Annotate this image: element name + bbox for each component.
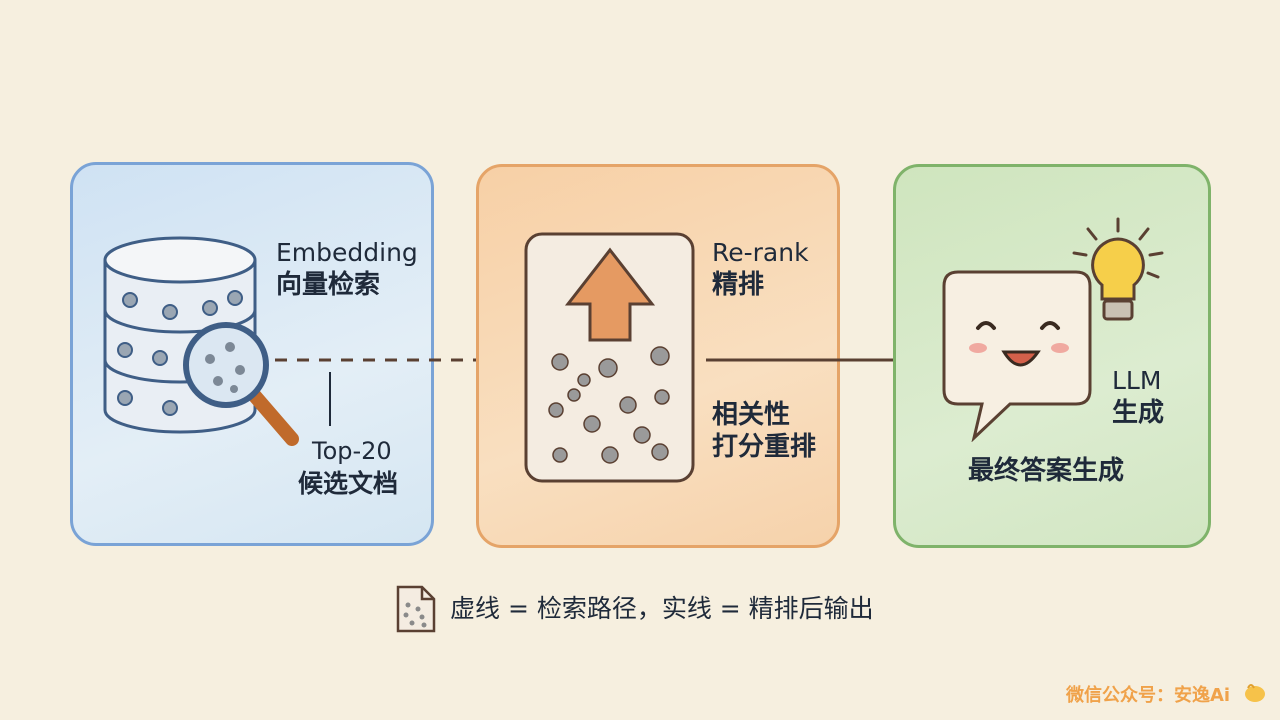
document-icon <box>396 585 436 633</box>
retrieval-output-label: 候选文档 <box>298 469 399 498</box>
retrieval-title-zh: 向量检索 <box>276 270 381 300</box>
rerank-title-en: Re-rank <box>712 238 809 267</box>
rerank-card <box>524 232 695 483</box>
legend-text: 虚线 = 检索路径，实线 = 精排后输出 <box>450 594 874 623</box>
lightbulb-icon <box>1072 217 1164 321</box>
retrieval-output-count: Top-20 <box>312 437 392 465</box>
retrieval-title-en: Embedding <box>276 238 418 267</box>
rerank-title-zh: 精排 <box>712 270 765 300</box>
generation-caption: 最终答案生成 <box>968 456 1125 486</box>
chat-bubble-icon <box>942 270 1092 442</box>
generation-title-en: LLM <box>1112 366 1162 395</box>
watermark: 微信公众号：安逸Ai <box>1066 685 1231 706</box>
magnifier-icon <box>183 322 299 446</box>
generation-title-zh: 生成 <box>1112 398 1165 428</box>
output-tick-line <box>329 372 331 426</box>
rerank-desc-1: 相关性 <box>712 400 791 430</box>
hand-emoji-icon <box>1245 684 1265 702</box>
rerank-desc-2: 打分重排 <box>712 432 817 462</box>
